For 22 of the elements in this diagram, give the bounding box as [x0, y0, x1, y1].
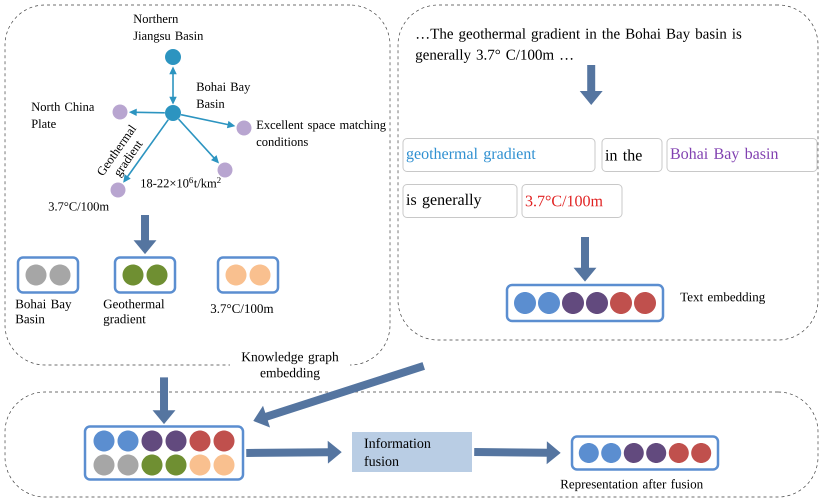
sentence: …The geothermal gradient in the Bohai Bay basin is generally 3.7° C/100m …: [416, 28, 742, 63]
entity-label: Excellent space matching conditions: [256, 120, 386, 146]
token-box: Bohai Bay basin: [666, 138, 818, 172]
token-box: in the: [602, 138, 662, 172]
node-label: Text embedding: [680, 292, 765, 304]
entity-label: Northern Jiangsu Basin: [133, 14, 204, 43]
token-box: geothermal gradient: [402, 138, 596, 172]
token-box: is generally: [402, 184, 518, 218]
entity-label: Bohai Bay Basin: [196, 82, 250, 108]
node-label: Representation after fusion: [560, 479, 703, 492]
entity-label: 18-22×10$^{6}$t/km$^{2}$: [141, 177, 221, 188]
node-label: Bohai Bay Basin: [16, 299, 72, 324]
token-box: 3.7°C/100m: [522, 184, 622, 218]
dashed-panel: [398, 4, 818, 340]
panel-title: Knowledge graph embedding: [230, 350, 350, 382]
fused-embedding-vector: [84, 425, 244, 481]
dashed-panel: [4, 392, 818, 498]
entity-label: 3.7°C/100m: [48, 202, 109, 211]
entity-label: North China Plate: [32, 102, 94, 128]
process-box: Information fusion: [352, 432, 472, 472]
node-label: 3.7°C/100m: [210, 304, 274, 314]
node-label: Geothermal gradient: [104, 299, 164, 326]
